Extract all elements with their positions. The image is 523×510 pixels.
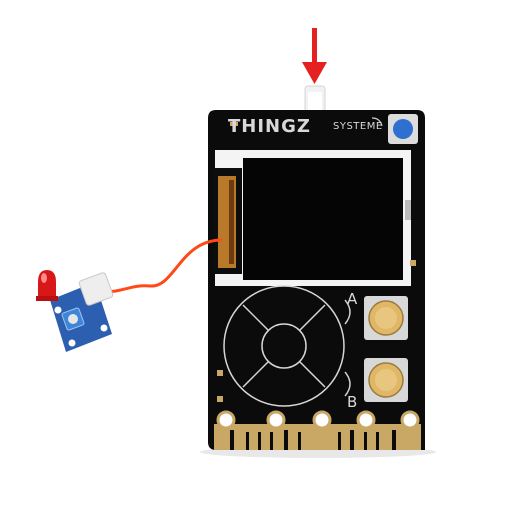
cable (95, 238, 223, 294)
module-connector (78, 272, 114, 306)
led-module (50, 272, 114, 352)
system-button (388, 114, 418, 144)
button-a (364, 296, 408, 340)
screen (243, 158, 403, 280)
led-icon (36, 270, 58, 301)
down-arrow-icon (302, 28, 327, 84)
dpad-icon (223, 285, 345, 407)
thingz-board (208, 110, 425, 450)
button-b (364, 358, 408, 402)
